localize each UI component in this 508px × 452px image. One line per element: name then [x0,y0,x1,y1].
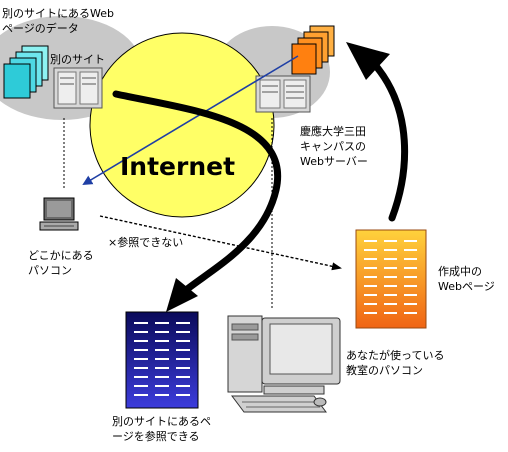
page-text-line [404,312,417,314]
somewhere-pc-icon [39,197,79,231]
page-text-line [364,276,377,278]
page-text-line [134,394,148,396]
page-text-line [176,376,190,378]
page-text-line [404,258,417,260]
page-text-line [155,385,169,387]
page-text-line [176,367,190,369]
classroom-pc-label: あなたが使っている 教室のパソコン [346,348,444,378]
page-text-line [364,240,377,242]
in-progress-line1: 作成中の [438,265,482,278]
page-text-line [404,285,417,287]
classroom-pc-icon [227,315,341,413]
internet-label: Internet [120,152,236,181]
page-text-line [404,240,417,242]
somewhere-pc-label: どこかにある パソコン [28,248,94,278]
reference-arrow [112,90,282,312]
page-text-line [176,322,190,324]
blue-access-arrow [82,55,299,186]
keio-server-icon [255,75,311,113]
page-text-line [155,349,169,351]
page-text-line [155,367,169,369]
no-reference-label: ×参照できない [108,236,184,249]
page-text-line [134,331,148,333]
reference-page [125,311,199,409]
keio-line2: キャンパスの [300,140,366,153]
page-text-line [176,385,190,387]
page-text-line [134,340,148,342]
page-text-line [176,349,190,351]
page-text-line [384,285,397,287]
classroom-pc-line2: 教室のパソコン [346,364,423,377]
page-text-line [404,276,417,278]
other-site-data-label: 別のサイトにあるWeb ページのデータ [2,6,114,36]
page-text-line [364,312,377,314]
page-text-line [155,331,169,333]
page-text-line [155,394,169,396]
page-text-line [176,394,190,396]
somewhere-pc-line1: どこかにある [28,249,94,262]
page-text-line [155,376,169,378]
page-text-line [364,249,377,251]
page-text-line [176,358,190,360]
page-text-line [155,358,169,360]
page-text-line [134,358,148,360]
page-text-line [404,267,417,269]
page-text-line [155,340,169,342]
other-site-server-icon [53,67,103,109]
in-progress-label: 作成中の Webページ [438,264,495,294]
keio-server-label: 慶應大学三田 キャンパスの Webサーバー [300,124,368,169]
page-text-line [384,240,397,242]
reference-page-lines [134,322,190,396]
other-site-data-line2: ページのデータ [2,22,79,35]
reference-page-line2: ージを参照できる [112,430,200,443]
page-text-line [384,249,397,251]
page-text-line [155,322,169,324]
page-text-line [384,267,397,269]
reference-page-line1: 別のサイトにあるペ [112,415,211,428]
in-progress-page-lines [364,240,417,314]
page-text-line [384,258,397,260]
classroom-pc-line1: あなたが使っている [346,349,445,362]
page-text-line [384,303,397,305]
page-text-line [384,294,397,296]
page-text-line [176,340,190,342]
keio-line1: 慶應大学三田 [300,125,366,138]
other-site-data-line1: 別のサイトにあるWeb [2,7,114,20]
page-text-line [134,385,148,387]
page-text-line [404,249,417,251]
page-text-line [384,276,397,278]
keio-pages-icon [291,25,335,75]
page-text-line [134,367,148,369]
page-text-line [384,312,397,314]
in-progress-line2: Webページ [438,280,495,293]
no-reference-arrow [99,215,342,271]
page-text-line [364,258,377,260]
page-text-line [404,294,417,296]
somewhere-pc-line2: パソコン [28,264,72,277]
page-text-line [134,376,148,378]
page-text-line [134,349,148,351]
upload-arrow [346,42,409,222]
page-text-line [364,303,377,305]
page-text-line [364,267,377,269]
other-site-pages-icon [3,45,49,99]
page-text-line [364,294,377,296]
page-text-line [364,285,377,287]
page-text-line [134,322,148,324]
in-progress-page [355,229,427,329]
page-text-line [176,331,190,333]
reference-page-label: 別のサイトにあるペ ージを参照できる [112,414,211,444]
page-text-line [404,303,417,305]
keio-line3: Webサーバー [300,155,368,168]
other-site-label: 別のサイト [50,53,105,66]
